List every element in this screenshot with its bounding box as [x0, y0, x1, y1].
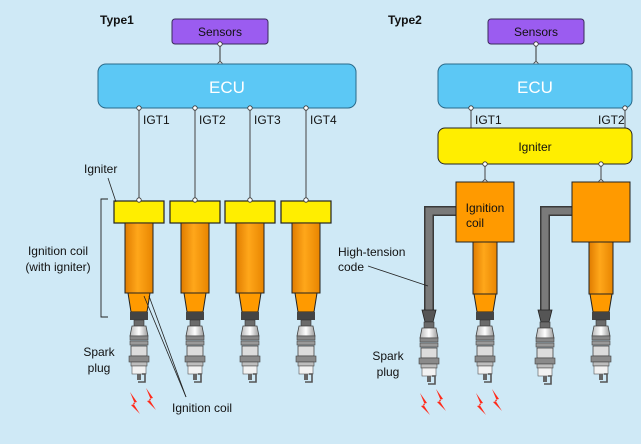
type2-ecu-box — [437, 63, 633, 109]
type1-sensor-node-top — [217, 41, 223, 47]
type1-spark-plug-3 — [239, 319, 261, 383]
type2-spark-plug-2 — [474, 319, 496, 383]
type1-igt1-label: IGT1 — [143, 113, 170, 127]
type1-igt2-node — [192, 105, 198, 111]
type2-ignition-coil-2 — [571, 181, 631, 320]
type1-igt3-label: IGT3 — [254, 113, 281, 127]
type2-coil-label-line1: Ignition — [466, 201, 505, 215]
type2-ecu-label: ECU — [517, 78, 553, 97]
type1-igniter3-node — [247, 197, 253, 203]
type2-title: Type2 — [388, 13, 422, 27]
type1-igniter4-node — [303, 197, 309, 203]
type2-igniter-node-2 — [598, 161, 604, 167]
type2-coil-label-line2: coil — [466, 216, 484, 230]
type1-igt3-node — [247, 105, 253, 111]
type2-igniter-node-1 — [482, 161, 488, 167]
type2-igt1-node — [468, 105, 474, 111]
type1-igniter-label: Igniter — [84, 162, 117, 176]
type1-spark-plug-2 — [184, 319, 206, 383]
type1-coil-unit-1 — [113, 200, 165, 320]
type1-igt-lines — [138, 108, 307, 200]
type2-ht-label-line2: code — [338, 260, 364, 274]
type1-spark-label-line1: Spark — [83, 345, 115, 359]
type2-ht-boot-1 — [421, 309, 437, 323]
type1-sensors-label: Sensors — [198, 25, 242, 39]
type1-igt4-label: IGT4 — [310, 113, 337, 127]
type2-ht-label-line1: High-tension — [338, 245, 405, 259]
type1-coil-unit-2 — [169, 200, 221, 320]
type1-ignition-coil-leader-1 — [143, 295, 187, 398]
type1-ignition-coil-callout: Ignition coil — [172, 401, 232, 415]
type2-spark-plug-4 — [590, 319, 612, 383]
type1-igt1-node — [136, 105, 142, 111]
type2-ignition-coil-1 — [455, 181, 515, 320]
type2-spark-b — [436, 389, 446, 411]
type1-coil-bracket — [100, 198, 108, 318]
type1-spark-b — [146, 388, 156, 410]
type1-ecu-box — [97, 63, 357, 109]
type2-spark-a — [420, 393, 430, 415]
type2-ht-cable-1-outline — [424, 206, 456, 310]
type2-igt2-node — [622, 105, 628, 111]
type1-coil-label-line1: Ignition coil — [28, 244, 88, 258]
type2-ht-leader — [367, 265, 429, 287]
type2-spark-label-line2: plug — [377, 365, 400, 379]
type1-spark-label-line2: plug — [88, 361, 111, 375]
type1-coil-unit-3 — [224, 200, 276, 320]
type1-igniter-leader — [107, 177, 117, 203]
type1-coil-unit-4 — [280, 200, 332, 320]
type1-igt2-label: IGT2 — [199, 113, 226, 127]
type2-spark-label-line1: Spark — [372, 349, 404, 363]
type2-sensors-label: Sensors — [514, 25, 558, 39]
type2-spark-plug-1 — [418, 321, 440, 385]
type2-ht-cable-2-outline — [540, 206, 572, 310]
type1-title: Type1 — [100, 13, 134, 27]
type2-igt2-label: IGT2 — [598, 113, 625, 127]
type2-ht-cable-2 — [541, 207, 572, 310]
type1-ignition-coil-leader-2 — [148, 295, 187, 398]
type2-spark-d — [492, 389, 502, 411]
type1-igniter2-node — [192, 197, 198, 203]
type2-igniter-label: Igniter — [518, 140, 551, 154]
type1-igt4-node — [303, 105, 309, 111]
type2-ht-cable-1 — [425, 207, 456, 310]
type1-spark-plug-4 — [295, 319, 317, 383]
type2-spark-plug-3 — [534, 321, 556, 385]
type2-spark-c — [476, 393, 486, 415]
type1-spark-a — [130, 392, 140, 414]
type1-spark-plug-1 — [128, 319, 150, 383]
type2-igt1-label: IGT1 — [475, 113, 502, 127]
type1-ecu-label: ECU — [209, 78, 245, 97]
type1-igniter1-node — [136, 197, 142, 203]
type1-coil-label-line2: (with igniter) — [25, 260, 90, 274]
type2-igniter-box — [437, 127, 633, 165]
type2-sensor-node-top — [533, 41, 539, 47]
type2-ht-boot-2 — [537, 309, 553, 323]
